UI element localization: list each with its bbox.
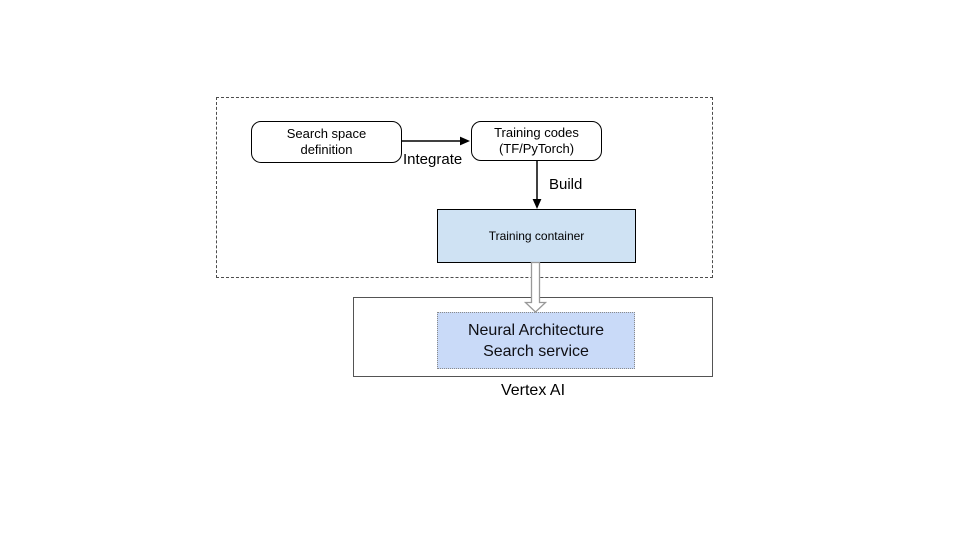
search-space-definition-box: Search space definition	[251, 121, 402, 163]
search-space-label-line2: definition	[300, 142, 353, 157]
nas-service-label-line1: Neural Architecture	[467, 321, 605, 339]
nas-service-box: Neural Architecture Search service	[437, 312, 635, 369]
training-container-box: Training container	[437, 209, 636, 263]
build-edge-label: Build	[549, 176, 583, 193]
training-codes-box: Training codes (TF/PyTorch)	[471, 121, 602, 161]
search-space-label-line1: Search space	[286, 126, 367, 141]
training-codes-label-line2: (TF/PyTorch)	[498, 141, 575, 156]
training-container-label: Training container	[488, 228, 585, 243]
nas-service-label-line2: Search service	[483, 342, 589, 360]
integrate-edge-label: Integrate	[403, 151, 463, 168]
training-phase-dashed-frame	[216, 97, 713, 278]
vertex-ai-label: Vertex AI	[500, 382, 566, 399]
training-codes-label-line1: Training codes	[494, 125, 579, 140]
